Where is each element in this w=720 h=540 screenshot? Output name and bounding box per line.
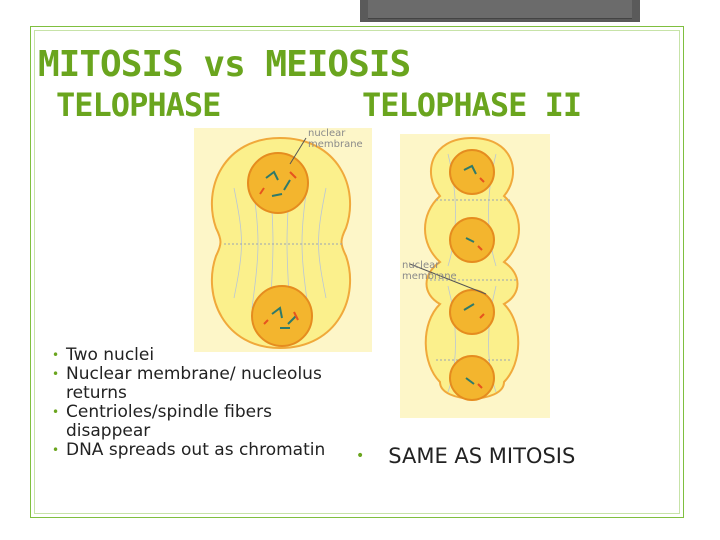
label-line-2: membrane [402,271,457,282]
nuclear-membrane-label-left: nuclear membrane [308,128,363,150]
slide-title: MITOSIS vs MEIOSIS [38,44,411,85]
label-line-2: membrane [308,139,363,150]
bullet-item: Nuclear membrane/ nucleolus returns [48,365,338,403]
label-line-1: nuclear [402,260,440,271]
slide-frame-inner [34,30,680,514]
top-tab-decoration-inner [368,0,632,19]
meiosis-telophase-ii-illustration: nuclear membrane [400,134,550,418]
bullet-dot: • [356,448,365,464]
bullet-item: DNA spreads out as chromatin [48,441,338,461]
bullet-text: SAME AS MITOSIS [388,444,576,468]
meiosis-telophase-ii-bullet: • SAME AS MITOSIS [356,444,575,468]
label-line-1: nuclear [308,128,346,139]
subtitle-telophase-ii: TELOPHASE II [362,86,582,124]
mitosis-telophase-bullet-list: Two nuclei Nuclear membrane/ nucleolus r… [48,346,338,461]
slide-frame [30,26,684,518]
subtitle-telophase: TELOPHASE [56,86,221,124]
mitosis-telophase-illustration: nuclear membrane [194,128,372,352]
meiosis-telophase-ii-svg [400,134,550,418]
nuclear-membrane-label-right: nuclear membrane [402,260,457,282]
bullet-item: Centrioles/spindle fibers disappear [48,403,338,441]
bullet-item: Two nuclei [48,346,338,366]
mitosis-telophase-svg [194,128,372,352]
